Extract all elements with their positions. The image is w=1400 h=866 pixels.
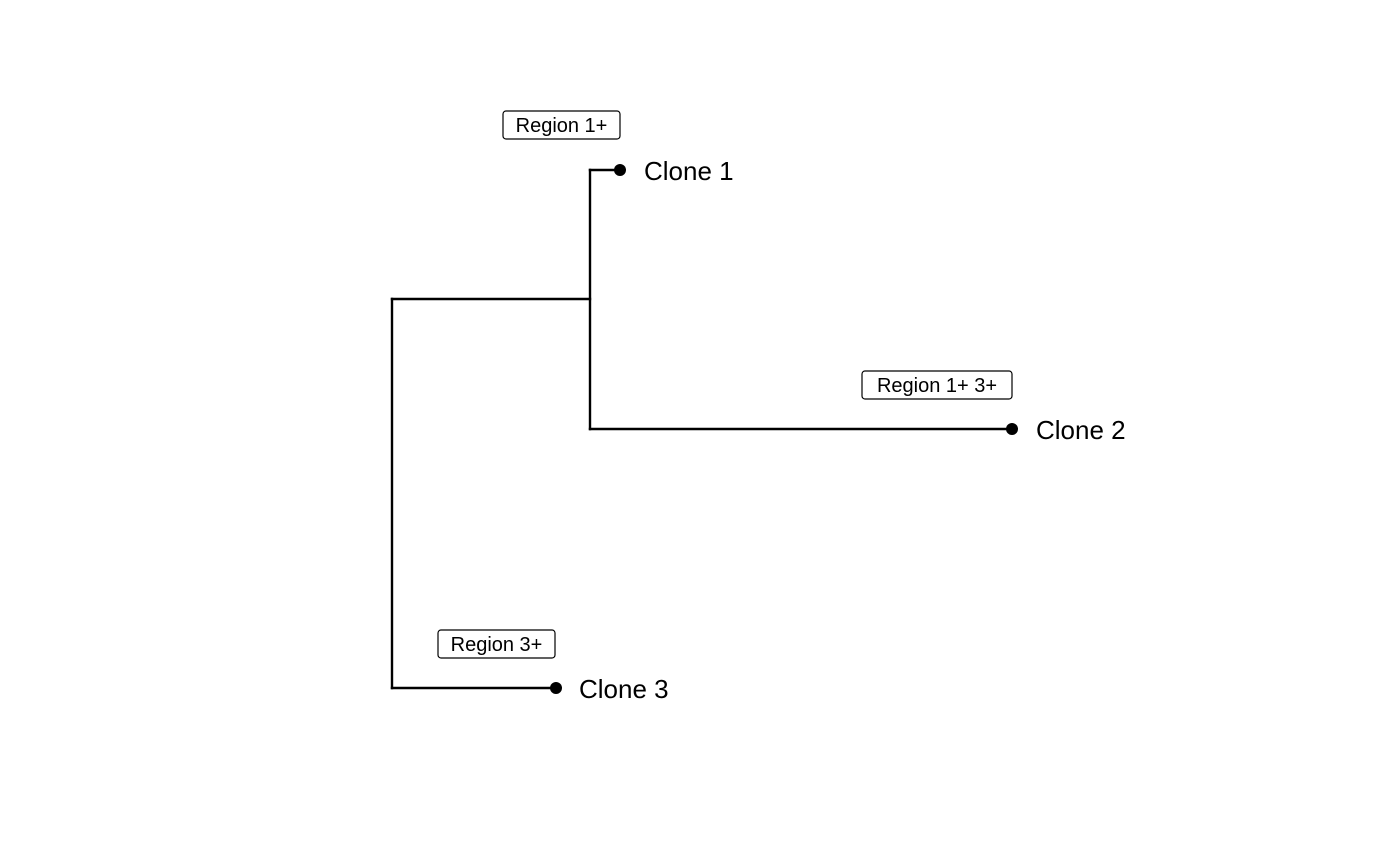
clone-1-label: Clone 1 [644, 156, 734, 186]
tip-clone-1: Clone 1 Region 1+ [502, 110, 734, 186]
clone-3-region-box [437, 629, 556, 659]
clone-2-region-label: Region 1+ 3+ [877, 375, 997, 397]
clone-1-tip-point [614, 164, 626, 176]
clone-2-region-tag: Region 1+ 3+ [861, 370, 1013, 400]
clone-3-region-label: Region 3+ [451, 634, 543, 656]
clone-2-region-box [861, 370, 1013, 400]
tip-clone-3: Clone 3 Region 3+ [390, 629, 669, 704]
clone-1-region-label: Region 1+ [516, 115, 608, 137]
clone-3-region-tag: Region 3+ [437, 629, 556, 659]
clone-3-label: Clone 3 [579, 674, 669, 704]
clone-3-tip-point [550, 682, 562, 694]
clone-2-label: Clone 2 [1036, 415, 1126, 445]
clone-1-region-box [502, 110, 621, 140]
tip-clone-2: Clone 2 Region 1+ 3+ [588, 370, 1126, 445]
clone-1-region-tag: Region 1+ [502, 110, 621, 140]
clone-2-tip-point [1006, 423, 1018, 435]
